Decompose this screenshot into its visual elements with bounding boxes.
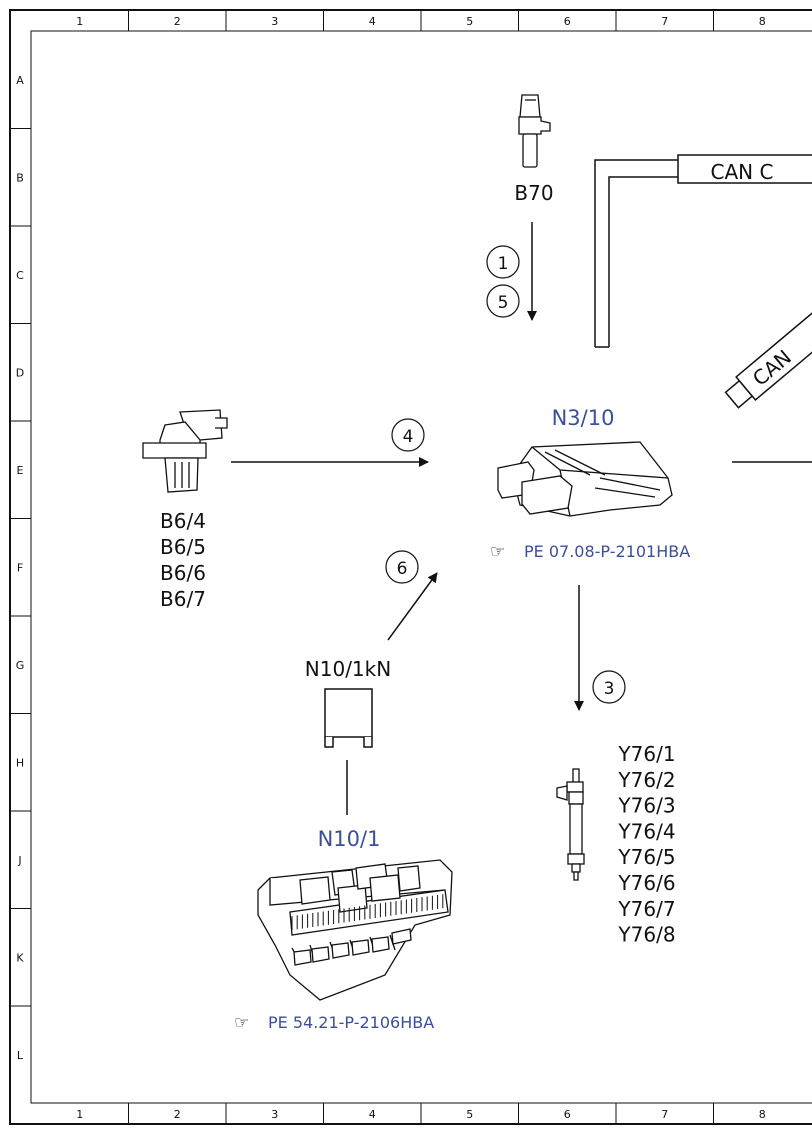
signal-number-1: 1 <box>498 254 509 274</box>
grid-row-G: G <box>16 659 25 672</box>
b70-sensor-icon <box>518 94 551 168</box>
grid-column-6-top: 6 <box>564 15 571 28</box>
b6-label: B6/4 <box>160 509 206 533</box>
can-c-bus <box>594 154 812 348</box>
grid-column-5-bottom: 5 <box>466 1108 473 1121</box>
y76-label: Y76/6 <box>617 871 675 895</box>
y76-label: Y76/8 <box>617 923 675 947</box>
grid-column-4-top: 4 <box>369 15 376 28</box>
signal-number-5: 5 <box>498 293 509 313</box>
b6-label: B6/6 <box>160 561 206 585</box>
grid-row-H: H <box>16 756 24 769</box>
can-diagonal-bus: CAN <box>724 305 812 409</box>
grid-column-2-top: 2 <box>174 15 181 28</box>
b6-sensor-icon <box>142 409 228 493</box>
signal-badge-4: 4 <box>391 418 425 452</box>
b6-label: B6/7 <box>160 587 206 611</box>
n10-1-reference[interactable]: ☞ PE 54.21-P-2106HBA <box>234 1013 434 1033</box>
grid-column-7-top: 7 <box>661 15 668 28</box>
n10-1-label: N10/1 <box>318 827 381 851</box>
grid-row-E: E <box>17 464 24 477</box>
grid-row-A: A <box>16 74 24 87</box>
signal-badge-3: 3 <box>592 670 626 704</box>
n10-1-fuse-relay-module-icon <box>257 859 453 1001</box>
y76-label: Y76/5 <box>617 845 675 869</box>
drawing-frame <box>9 9 812 1125</box>
y76-label: Y76/4 <box>617 819 675 843</box>
pointing-hand-icon: ☞ <box>234 1013 249 1033</box>
grid-column-8-top: 8 <box>759 15 766 28</box>
y76-label: Y76/1 <box>617 742 675 766</box>
signal-number-4: 4 <box>403 427 414 447</box>
grid-row-B: B <box>16 171 24 184</box>
y76-injector-icon <box>556 768 585 881</box>
grid-column-4-bottom: 4 <box>369 1108 376 1121</box>
grid-row-C: C <box>16 269 24 282</box>
n10-1kn-label: N10/1kN <box>305 657 391 681</box>
b70-label: B70 <box>514 181 553 205</box>
signal-badge-6: 6 <box>385 550 419 584</box>
signal-arrow-n10-to-n3 <box>387 572 438 641</box>
n10-1-pin-row <box>291 894 444 930</box>
signal-badge-5: 5 <box>486 284 520 318</box>
signal-number-6: 6 <box>397 559 408 579</box>
can-c-label: CAN C <box>711 160 774 184</box>
y76-label: Y76/7 <box>617 897 675 921</box>
grid-column-2-bottom: 2 <box>174 1108 181 1121</box>
signal-number-3: 3 <box>604 679 615 699</box>
grid-row-L: L <box>17 1049 24 1062</box>
b6-label: B6/5 <box>160 535 206 559</box>
grid-column-5-top: 5 <box>466 15 473 28</box>
n3-10-ref-link[interactable]: PE 07.08-P-2101HBA <box>524 542 690 561</box>
pointing-hand-icon: ☞ <box>490 542 505 562</box>
b6-label-group: B6/4B6/5B6/6B6/7 <box>160 509 206 611</box>
n3-10-label: N3/10 <box>552 406 615 430</box>
y76-label: Y76/3 <box>617 794 675 818</box>
grid-column-6-bottom: 6 <box>564 1108 571 1121</box>
grid-column-1-bottom: 1 <box>76 1108 83 1121</box>
grid-column-1-top: 1 <box>76 15 83 28</box>
n3-10-control-unit-icon <box>497 441 673 517</box>
grid-column-3-top: 3 <box>271 15 278 28</box>
grid-row-K: K <box>16 951 24 964</box>
grid-row-D: D <box>16 366 24 379</box>
grid-column-7-bottom: 7 <box>661 1108 668 1121</box>
signal-badge-1: 1 <box>486 245 520 279</box>
grid-row-J: J <box>17 854 21 867</box>
grid-column-8-bottom: 8 <box>759 1108 766 1121</box>
n10-1-ref-link[interactable]: PE 54.21-P-2106HBA <box>268 1013 434 1032</box>
grid-column-3-bottom: 3 <box>271 1108 278 1121</box>
n3-10-reference[interactable]: ☞ PE 07.08-P-2101HBA <box>490 542 690 562</box>
y76-label: Y76/2 <box>617 768 675 792</box>
relay-icon <box>324 688 373 748</box>
grid-row-F: F <box>17 561 23 574</box>
